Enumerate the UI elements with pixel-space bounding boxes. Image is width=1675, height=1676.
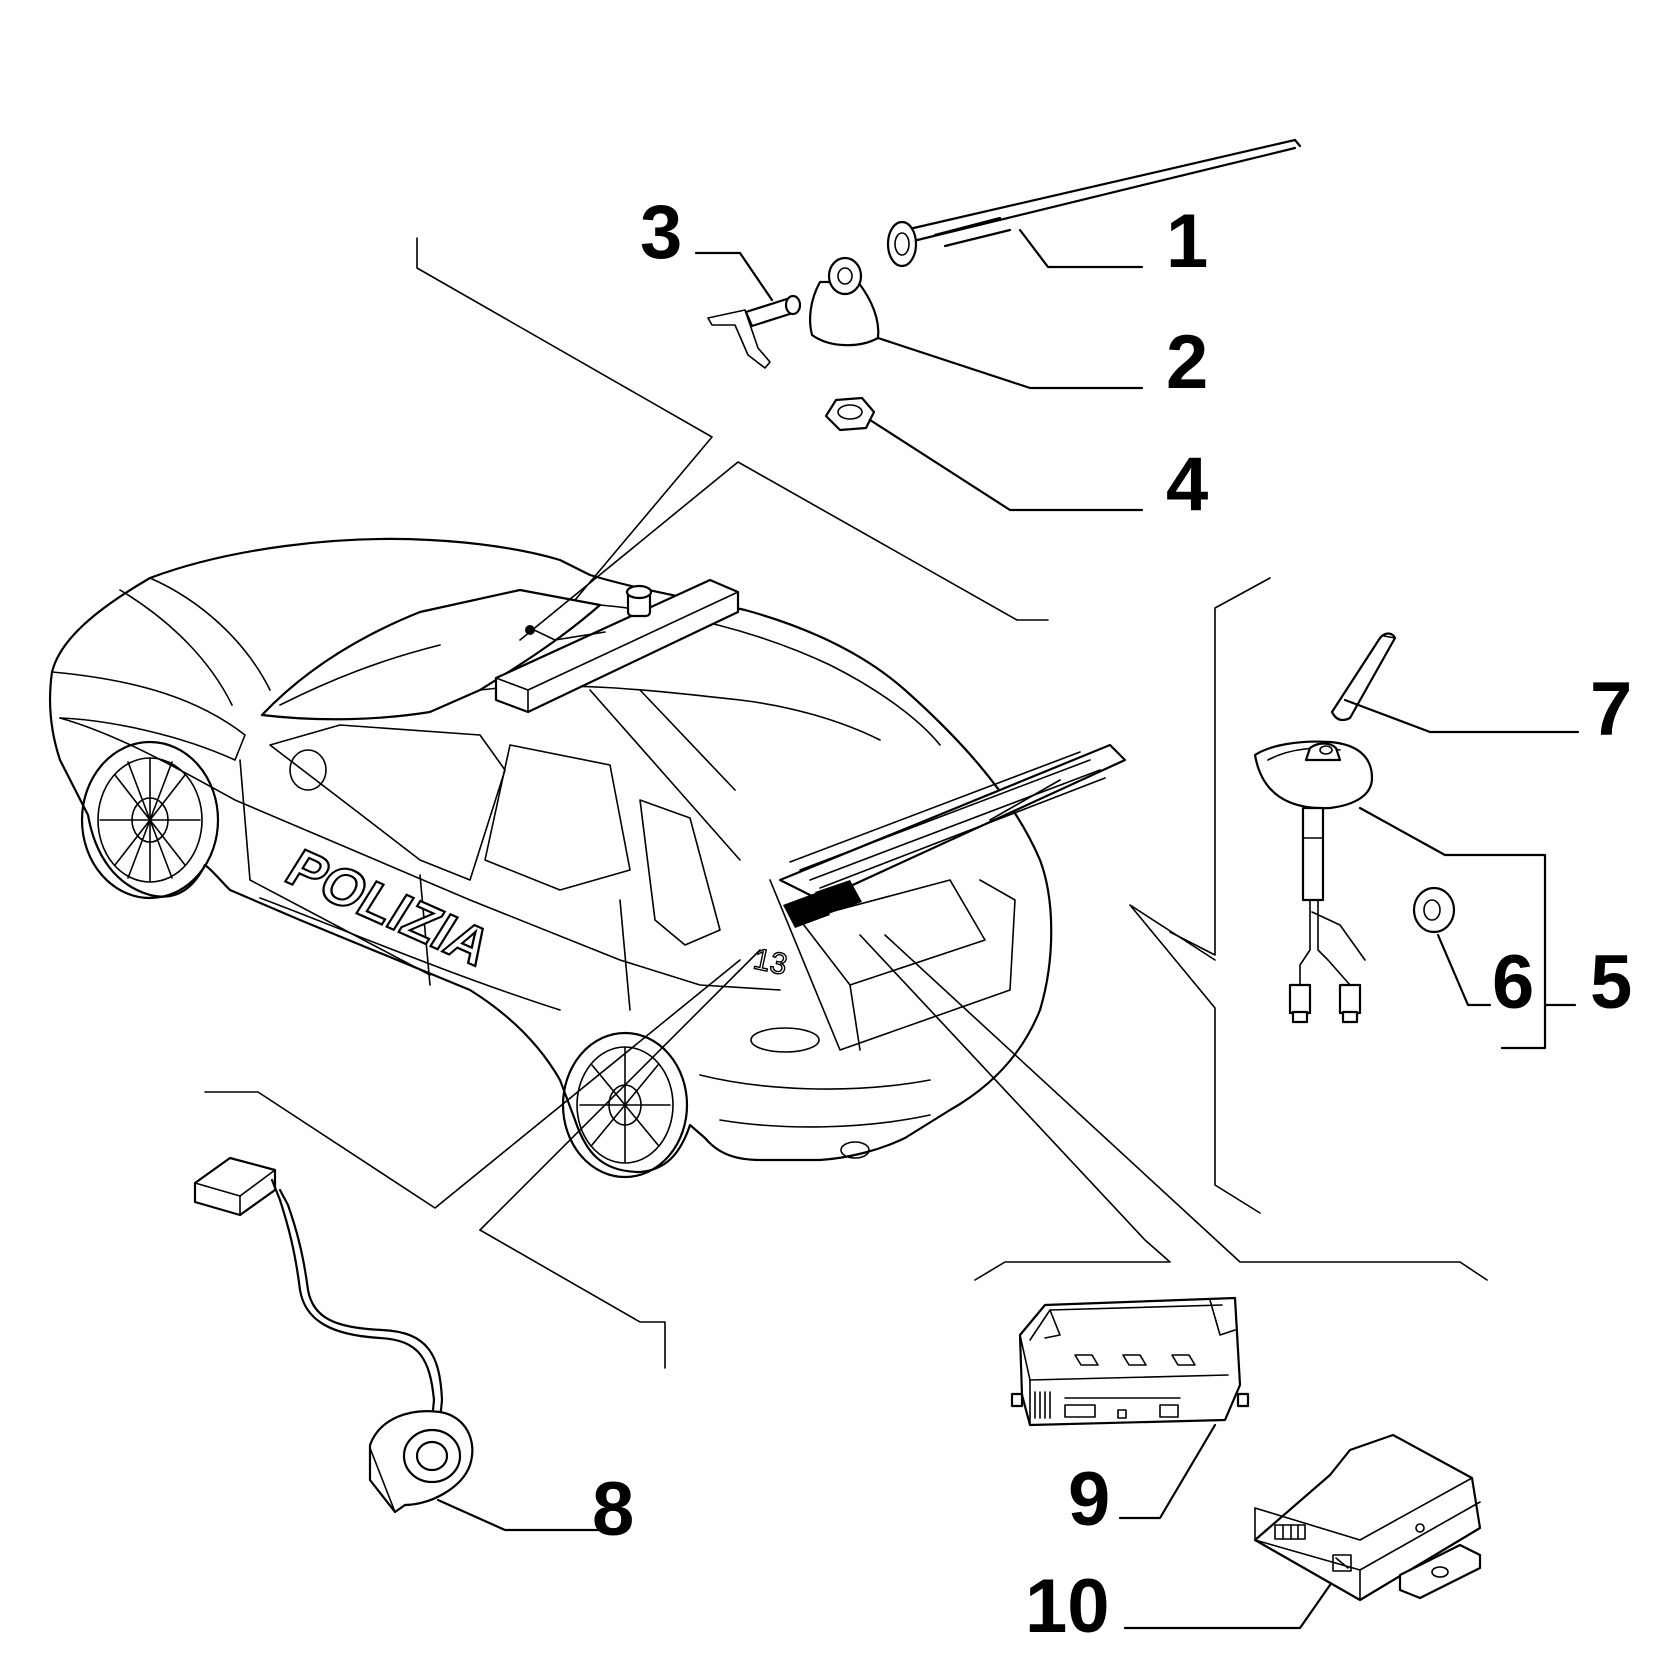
part-3-wing-bolt: [707, 294, 802, 369]
part-2-antenna-base: [809, 256, 880, 347]
part-6-washer: [1412, 886, 1456, 934]
part-1-antenna-rod: [886, 138, 1302, 268]
callout-labels: 1 2 3 4 5 6 7 8 9 10: [592, 190, 1632, 1649]
callout-label-4: 4: [1166, 442, 1208, 527]
part-10-electronic-module: [1253, 1433, 1482, 1602]
part-7-stub-antenna: [1330, 632, 1397, 722]
callout-label-3: 3: [640, 190, 682, 275]
callout-label-6: 6: [1492, 940, 1534, 1025]
callout-label-1: 1: [1166, 199, 1208, 284]
callout-label-7: 7: [1590, 667, 1632, 752]
callout-label-8: 8: [592, 1467, 634, 1552]
part-8-camera-module: [193, 1156, 474, 1514]
group-guide-lines: [204, 237, 1488, 1369]
part-5-roof-antenna-assembly: [1253, 740, 1374, 1024]
callout-label-5: 5: [1590, 940, 1632, 1025]
part-9-control-unit: [1010, 1296, 1250, 1427]
leader-lines: [436, 228, 1580, 1630]
police-car: POLIZIA 13: [48, 537, 1127, 1179]
callout-label-9: 9: [1068, 1457, 1110, 1542]
callout-label-2: 2: [1166, 320, 1208, 405]
car-unit-number: 13: [751, 943, 791, 982]
callout-label-10: 10: [1025, 1564, 1110, 1649]
part-4-nut: [824, 396, 876, 432]
